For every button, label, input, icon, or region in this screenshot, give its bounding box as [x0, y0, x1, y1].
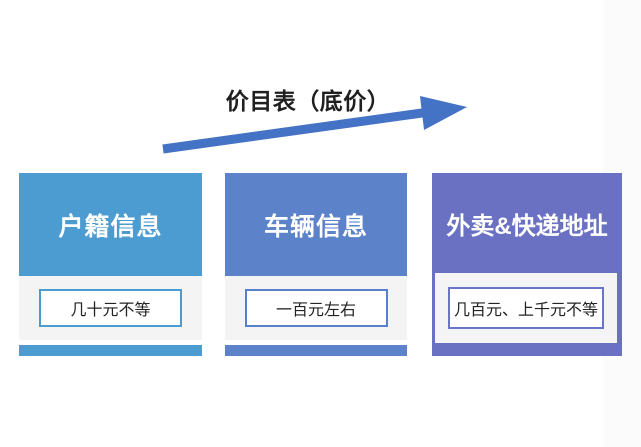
- card-gap: [19, 340, 202, 345]
- price-label: 一百元左右: [275, 302, 356, 319]
- card-gap: [225, 340, 407, 345]
- card-title: 户籍信息: [58, 212, 163, 241]
- card-header: 户籍信息: [19, 173, 202, 276]
- price-tag: 一百元左右: [244, 289, 388, 327]
- price-card-household-info: 户籍信息 几十元不等: [19, 173, 202, 356]
- card-inset-panel: 几百元、上千元不等: [435, 273, 617, 343]
- price-label: 几百元、上千元不等: [453, 302, 598, 319]
- price-tag: 几百元、上千元不等: [448, 287, 604, 329]
- accent-strip: [225, 345, 407, 356]
- price-label: 几十元不等: [70, 302, 151, 319]
- card-header: 车辆信息: [225, 173, 407, 276]
- diagram-title: 价目表（底价）: [225, 88, 391, 114]
- card-title: 外卖&快递地址: [446, 212, 608, 240]
- card-body: 几十元不等: [19, 276, 202, 340]
- price-card-vehicle-info: 车辆信息 一百元左右: [225, 173, 407, 356]
- price-tag: 几十元不等: [39, 289, 182, 327]
- card-title: 车辆信息: [263, 212, 368, 241]
- arrow-shape: [162, 96, 467, 154]
- card-header: 外卖&快递地址: [432, 173, 622, 273]
- card-body: 一百元左右: [225, 276, 407, 340]
- accent-strip: [19, 345, 202, 356]
- price-card-delivery-address: 外卖&快递地址 几百元、上千元不等: [432, 173, 622, 356]
